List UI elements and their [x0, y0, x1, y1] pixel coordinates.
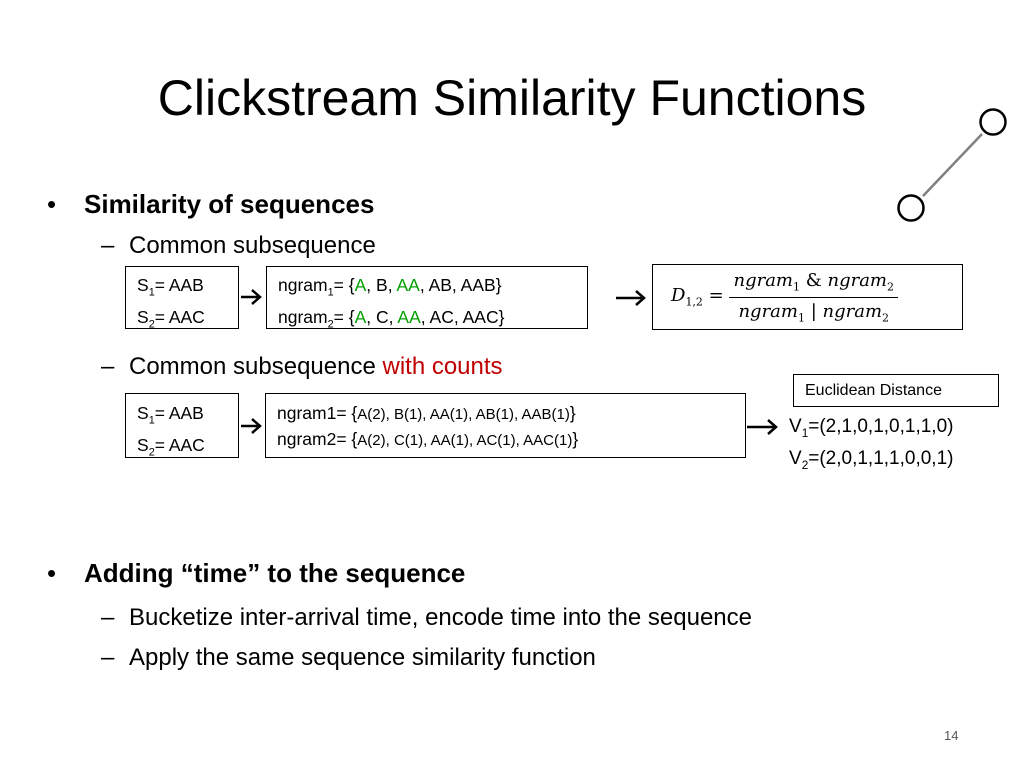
formula-denominator: ngram1 | ngram2 [738, 300, 890, 325]
section-heading-similarity: Similarity of sequences [84, 189, 375, 219]
arrow-icon-3 [241, 418, 262, 434]
formula-numerator: ngram1 & ngram2 [729, 270, 899, 298]
dash-marker-3: – [101, 604, 115, 631]
arrow-icon-4 [747, 419, 778, 435]
vector-v2: V2=(2,0,1,1,1,0,0,1) [789, 447, 954, 472]
similarity-formula-box: D1,2 = ngram1 & ngram2 ngram1 | ngram2 [652, 264, 963, 330]
page-number: 14 [944, 728, 959, 743]
ngram-row-2: ngram2= {A, C, AA, AC, AAC} [278, 306, 505, 331]
bullet-marker-2: • [47, 558, 57, 588]
connector-line [922, 133, 983, 197]
subpoint-apply-same: Apply the same sequence similarity funct… [129, 644, 596, 671]
formula-lhs: D1,2 = [671, 285, 724, 309]
euclidean-distance-label: Euclidean Distance [793, 374, 999, 407]
arrow-icon-2 [616, 290, 646, 306]
subpoint-common-subsequence: Common subsequence [129, 232, 376, 259]
ngram-counts-box: ngram1= {A(2), B(1), AA(1), AB(1), AAB(1… [265, 393, 746, 458]
formula-fraction: ngram1 & ngram2 ngram1 | ngram2 [729, 270, 899, 325]
subpoint-bucketize: Bucketize inter-arrival time, encode tim… [129, 604, 752, 631]
sequence-s1-counts: S1= AAB [137, 403, 204, 427]
ngram-counts-row-1: ngram1= {A(2), B(1), AA(1), AB(1), AAB(1… [277, 403, 576, 423]
bullet-marker-1: • [47, 189, 57, 219]
ngram-row-1: ngram1= {A, B, AA, AB, AAB} [278, 275, 502, 299]
subpoint-with-counts: Common subsequence with counts [129, 353, 503, 380]
ngram-counts-row-2: ngram2= {A(2), C(1), AA(1), AC(1), AAC(1… [277, 429, 579, 449]
sequence-s2: S2= AAC [137, 306, 205, 331]
vector-v1: V1=(2,1,0,1,0,1,1,0) [789, 416, 954, 440]
dash-marker-2: – [101, 353, 115, 380]
arrow-icon-1 [241, 289, 262, 305]
sequence-s1: S1= AAB [137, 275, 204, 299]
sequence-s2-counts: S2= AAC [137, 434, 205, 459]
section-heading-time: Adding “time” to the sequence [84, 558, 466, 588]
sequence-box-2: S1= AAB S2= AAC [125, 393, 239, 458]
connector-circle-bottom [897, 194, 925, 222]
sequence-box-1: S1= AAB S2= AAC [125, 266, 239, 330]
count-vectors: V1=(2,1,0,1,0,1,1,0) V2=(2,0,1,1,1,0,0,1… [789, 414, 953, 478]
ngram-box-1: ngram1= {A, B, AA, AB, AAB} ngram2= {A, … [266, 266, 588, 330]
dash-marker-4: – [101, 644, 115, 671]
dash-marker-1: – [101, 232, 115, 259]
slide-title: Clickstream Similarity Functions [157, 70, 867, 126]
